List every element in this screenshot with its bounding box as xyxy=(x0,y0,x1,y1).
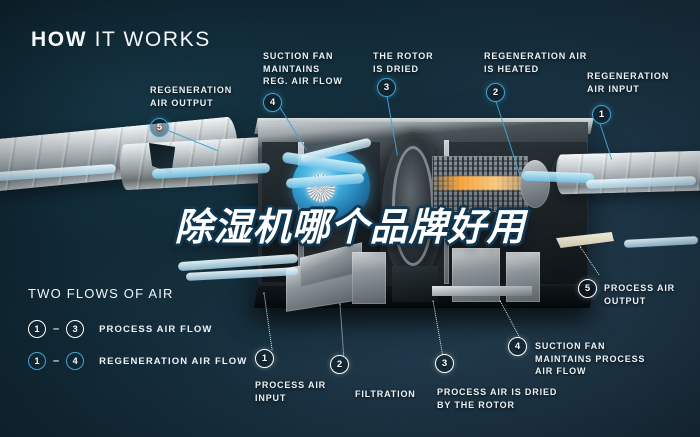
legend-marker-regeneration-to: 4 xyxy=(66,352,85,370)
legend-dash-process: – xyxy=(53,323,60,335)
callout-label-top-2: REGENERATION AIR IS HEATED xyxy=(484,51,588,74)
page-title-bold: HOW xyxy=(31,28,88,51)
watermark-headline: 除湿机哪个品牌好用 xyxy=(174,205,526,249)
callout-label-top-1: REGENERATION AIR INPUT xyxy=(587,71,670,94)
callout-label-top-4: SUCTION FAN MAINTAINS REG. AIR FLOW xyxy=(263,51,343,86)
callout-marker-top-5[interactable]: 5 xyxy=(150,118,169,137)
legend-heading: TWO FLOWS OF AIR xyxy=(28,286,174,301)
callout-marker-top-2[interactable]: 2 xyxy=(486,83,505,102)
callout-marker-bottom-5[interactable]: 5 xyxy=(578,279,597,298)
legend-marker-process-to: 3 xyxy=(66,320,85,338)
callout-marker-bottom-2[interactable]: 2 xyxy=(330,355,349,374)
legend-marker-regeneration-from: 1 xyxy=(28,352,46,370)
legend-label-regeneration: REGENERATION AIR FLOW xyxy=(99,355,248,367)
callout-marker-top-4[interactable]: 4 xyxy=(263,93,282,112)
legend-row-regeneration: 1 – 4 REGENERATION AIR FLOW xyxy=(28,352,247,370)
leader-line-top-3 xyxy=(386,96,398,156)
callout-label-bottom-4: SUCTION FAN MAINTAINS PROCESS AIR FLOW xyxy=(535,341,646,376)
page-title-light: IT WORKS xyxy=(94,28,211,51)
callout-marker-bottom-4[interactable]: 4 xyxy=(508,337,527,356)
callout-label-bottom-1: PROCESS AIR INPUT xyxy=(255,380,327,403)
callout-label-top-5: REGENERATION AIR OUTPUT xyxy=(150,85,233,108)
leader-line-bottom-3 xyxy=(432,300,444,356)
callout-label-bottom-3: PROCESS AIR IS DRIED BY THE ROTOR xyxy=(437,387,558,410)
legend-dash-regeneration: – xyxy=(53,355,60,367)
leader-line-bottom-1 xyxy=(263,292,273,351)
callout-marker-top-3[interactable]: 3 xyxy=(377,78,396,97)
leader-line-top-5 xyxy=(167,130,219,152)
legend-row-process: 1 – 3 PROCESS AIR FLOW xyxy=(28,320,212,338)
callout-label-bottom-2: FILTRATION xyxy=(355,389,416,399)
callout-marker-bottom-3[interactable]: 3 xyxy=(435,354,454,373)
callout-label-top-3: THE ROTOR IS DRIED xyxy=(373,51,434,74)
leader-line-top-1 xyxy=(599,123,613,160)
leader-line-top-2 xyxy=(495,101,521,176)
leader-line-bottom-4 xyxy=(499,300,521,338)
leader-line-bottom-2 xyxy=(339,303,345,356)
legend-marker-process-from: 1 xyxy=(28,320,46,338)
callout-label-bottom-5: PROCESS AIR OUTPUT xyxy=(604,283,676,306)
page-title: HOW IT WORKS xyxy=(31,28,211,52)
callout-marker-top-1[interactable]: 1 xyxy=(592,105,611,124)
callout-marker-bottom-1[interactable]: 1 xyxy=(255,349,274,368)
leader-line-top-4 xyxy=(279,107,307,151)
legend-label-process: PROCESS AIR FLOW xyxy=(99,323,213,335)
